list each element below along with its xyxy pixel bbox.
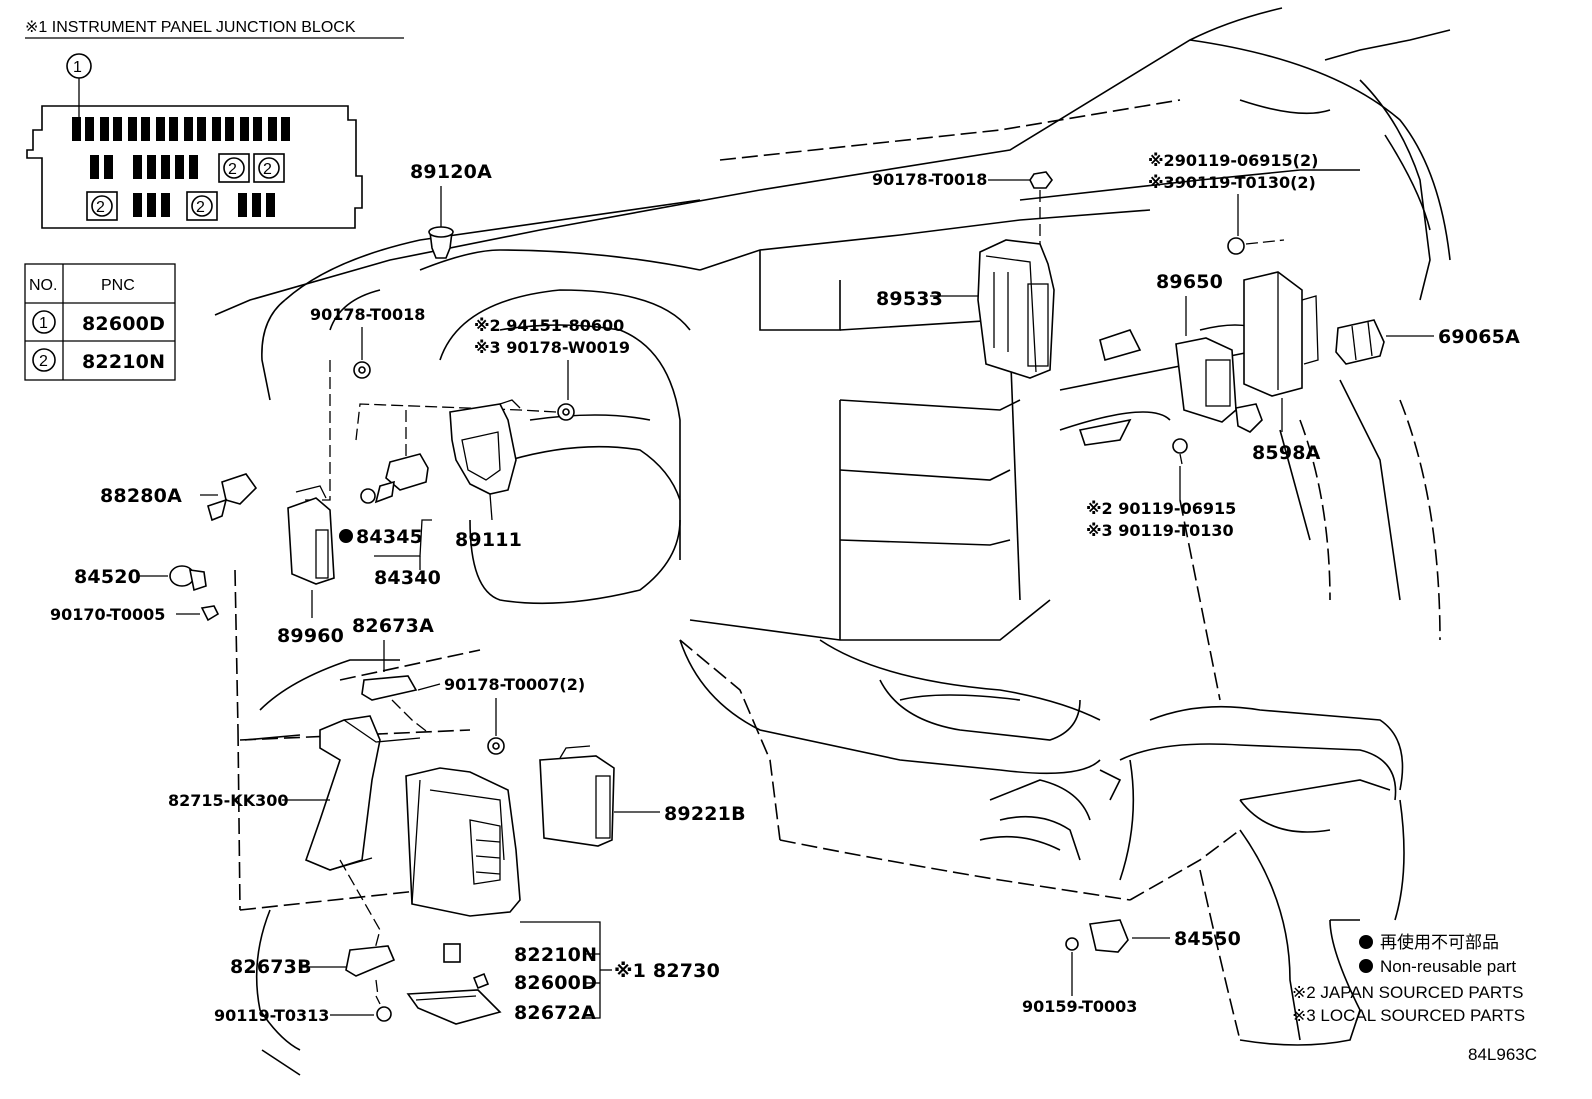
dashboard-outline — [214, 7, 1451, 1046]
label-84520: 84520 — [74, 566, 141, 588]
relay-badge-1: 2 — [218, 153, 250, 183]
label-90170-T0005: 90170-T0005 — [50, 605, 165, 624]
label-89533: 89533 — [876, 288, 943, 310]
relay-badge-4: 2 — [186, 191, 218, 221]
callout-1-label: 1 — [73, 59, 82, 76]
label-89960: 89960 — [277, 625, 344, 647]
part-82673A: 82673A — [352, 615, 434, 735]
svg-text:2: 2 — [228, 161, 237, 178]
svg-text:2: 2 — [263, 161, 272, 178]
fuse-row-2 — [90, 155, 198, 179]
part-82210N: 82210N — [443, 943, 600, 966]
legend-nonreusable-jp: 再使用不可部品 — [1380, 932, 1499, 952]
label-89650: 89650 — [1156, 271, 1223, 293]
pnc-col-no: NO. — [29, 277, 57, 294]
fuse-row-3 — [133, 193, 275, 217]
label-90178-T0007: 90178-T0007(2) — [444, 675, 585, 694]
label-90119-T0313: 90119-T0313 — [214, 1006, 329, 1025]
label-82673B: 82673B — [230, 956, 312, 978]
part-89533: 89533 — [876, 239, 1055, 379]
label-82600D: 82600D — [514, 972, 597, 994]
label-69065A: 69065A — [1438, 326, 1520, 348]
label-90119-T0130: ※3 90119-T0130 — [1086, 521, 1234, 540]
part-89221B: 89221B — [539, 745, 746, 847]
label-82672A: 82672A — [514, 1002, 596, 1024]
label-82673A: 82673A — [352, 615, 434, 637]
pnc-table: NO. PNC 1 82600D 2 82210N — [24, 263, 176, 381]
part-84520: 84520 90170-T0005 — [50, 565, 220, 624]
label-90119-06915-2: ※290119-06915(2) — [1148, 151, 1318, 170]
part-82600D: 82600D — [472, 972, 600, 994]
part-90119-06915-2: ※290119-06915(2) ※390119-T0130(2) — [1148, 151, 1318, 255]
part-94151-80600: ※2 94151-80600 ※3 90178-W0019 — [355, 316, 630, 460]
label-84340: 84340 — [374, 567, 441, 589]
junction-block-section: ※1 INSTRUMENT PANEL JUNCTION BLOCK 1 — [25, 19, 404, 229]
part-8598A: 8598A — [1243, 271, 1321, 464]
label-90159-T0003: 90159-T0003 — [1022, 997, 1137, 1016]
part-82672A: 82672A — [406, 989, 596, 1025]
legend-local-sourced: ※3 LOCAL SOURCED PARTS — [1292, 1006, 1525, 1025]
part-89650: 89650 — [1156, 271, 1263, 465]
part-84340: 84345 84340 — [339, 453, 441, 589]
part-90119-06915: ※2 90119-06915 ※3 90119-T0130 — [1086, 466, 1236, 540]
label-82730: ※1 82730 — [614, 960, 720, 982]
legend-japan-sourced: ※2 JAPAN SOURCED PARTS — [1292, 983, 1524, 1002]
legend-dot-en — [1359, 959, 1373, 973]
label-84345: 84345 — [356, 526, 423, 548]
part-90159-T0003: 90159-T0003 — [1022, 937, 1137, 1016]
relay-badge-3: 2 — [86, 191, 118, 221]
label-8598A: 8598A — [1252, 442, 1321, 464]
figure-code: 84L963C — [1468, 1045, 1537, 1064]
relay-badge-2: 2 — [253, 153, 285, 183]
label-82210N: 82210N — [514, 944, 597, 966]
legend-dot-jp — [1359, 935, 1373, 949]
part-89111: 89111 — [449, 399, 522, 551]
part-90178-T0007: 90178-T0007(2) — [417, 675, 585, 755]
legend-nonreusable-en: Non-reusable part — [1380, 957, 1516, 976]
label-90178-T0018-left: 90178-T0018 — [310, 305, 425, 324]
part-84550: 84550 — [1089, 919, 1241, 953]
label-84550: 84550 — [1174, 928, 1241, 950]
part-82673B: 82673B — [230, 945, 396, 997]
pnc-row-2-pnc: 82210N — [82, 351, 165, 373]
pnc-col-pnc: PNC — [101, 277, 135, 294]
pnc-row-1-no: 1 — [39, 315, 48, 332]
label-90119-T0130-2: ※390119-T0130(2) — [1148, 173, 1316, 192]
pnc-row-1-pnc: 82600D — [82, 313, 165, 335]
part-89960: 89960 — [277, 485, 344, 647]
label-94151-80600: ※2 94151-80600 — [474, 316, 624, 335]
label-90178-W0019: ※3 90178-W0019 — [474, 338, 630, 357]
part-89120A: 89120A — [410, 161, 492, 259]
part-82715-KK300: 82715-KK300 — [168, 715, 421, 961]
label-89120A: 89120A — [410, 161, 492, 183]
label-88280A: 88280A — [100, 485, 182, 507]
junction-block-title: ※1 INSTRUMENT PANEL JUNCTION BLOCK — [25, 19, 356, 36]
part-69065A: 69065A — [1335, 319, 1520, 365]
label-82715-KK300: 82715-KK300 — [168, 791, 289, 810]
pnc-row-2-no: 2 — [39, 353, 48, 370]
part-88280A: 88280A — [100, 473, 258, 522]
label-89221B: 89221B — [664, 803, 746, 825]
legend: 再使用不可部品 Non-reusable part ※2 JAPAN SOURC… — [1292, 932, 1525, 1025]
nonreusable-dot-84345 — [339, 529, 353, 543]
label-89111: 89111 — [455, 529, 522, 551]
label-90119-06915: ※2 90119-06915 — [1086, 499, 1236, 518]
fuse-row-1 — [72, 117, 290, 141]
part-90119-T0313: 90119-T0313 — [214, 995, 392, 1025]
svg-text:2: 2 — [196, 199, 205, 216]
part-82730-assembly: ※1 82730 — [405, 767, 720, 1019]
label-90178-T0018-right: 90178-T0018 — [872, 170, 987, 189]
svg-text:2: 2 — [96, 199, 105, 216]
